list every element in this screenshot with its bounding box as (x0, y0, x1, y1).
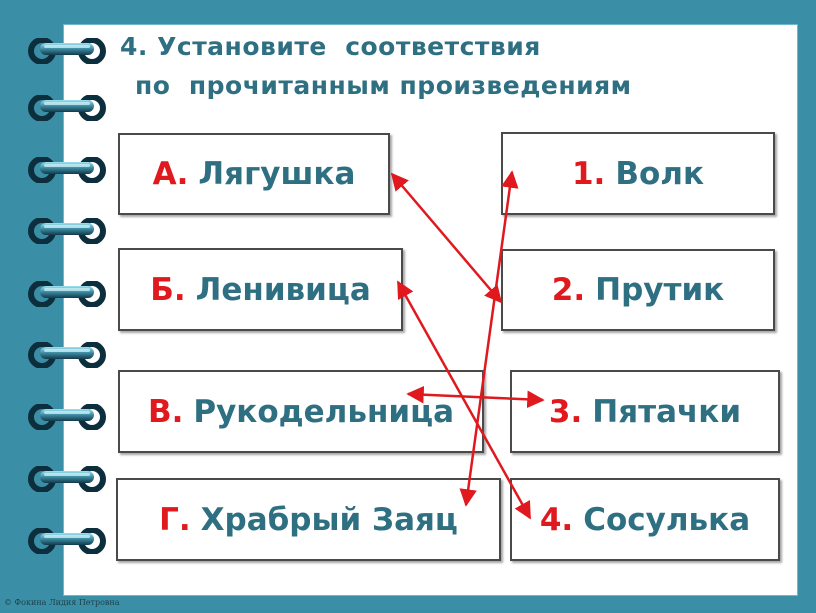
left-item-letter: Г. (159, 501, 191, 538)
right-item-number: 1. (571, 155, 606, 192)
spiral-ring-icon (28, 466, 106, 492)
spiral-ring-icon (28, 404, 106, 430)
right-item-number: 4. (539, 501, 574, 538)
right-item-number: 2. (551, 272, 586, 308)
right-item-label: Прутик (595, 272, 725, 308)
right-item-2[interactable]: 2.Прутик (501, 249, 775, 331)
task-title-line-2: по прочитанным произведениям (135, 71, 632, 100)
left-item-letter: Б. (150, 271, 186, 308)
left-item-a[interactable]: А.Лягушка (118, 133, 390, 215)
copyright-note: © Фокина Лидия Петровна (4, 598, 120, 607)
spiral-ring-icon (28, 218, 106, 244)
spiral-ring-icon (28, 95, 106, 121)
left-item-letter: В. (147, 393, 184, 430)
left-item-letter: А. (152, 156, 189, 192)
spiral-ring-icon (28, 342, 106, 368)
spiral-ring-icon (28, 281, 106, 307)
left-item-label: Лягушка (198, 156, 356, 192)
left-item-label: Рукодельница (193, 393, 455, 430)
right-item-label: Волк (615, 155, 705, 192)
spiral-ring-icon (28, 528, 106, 554)
left-item-g[interactable]: Г.Храбрый Заяц (116, 478, 501, 561)
right-item-number: 3. (548, 393, 583, 430)
left-item-label: Храбрый Заяц (200, 501, 458, 538)
spiral-ring-icon (28, 38, 106, 64)
right-item-label: Сосулька (583, 501, 751, 538)
right-item-3[interactable]: 3.Пятачки (510, 370, 780, 453)
left-item-b[interactable]: Б.Ленивица (118, 248, 403, 331)
right-item-4[interactable]: 4.Сосулька (510, 478, 780, 561)
right-item-1[interactable]: 1.Волк (501, 132, 775, 215)
right-item-label: Пятачки (592, 393, 742, 430)
spiral-ring-icon (28, 157, 106, 183)
task-title-line-1: 4. Установите соответствия (120, 32, 541, 61)
left-item-label: Ленивица (195, 271, 371, 308)
left-item-v[interactable]: В.Рукодельница (118, 370, 484, 453)
